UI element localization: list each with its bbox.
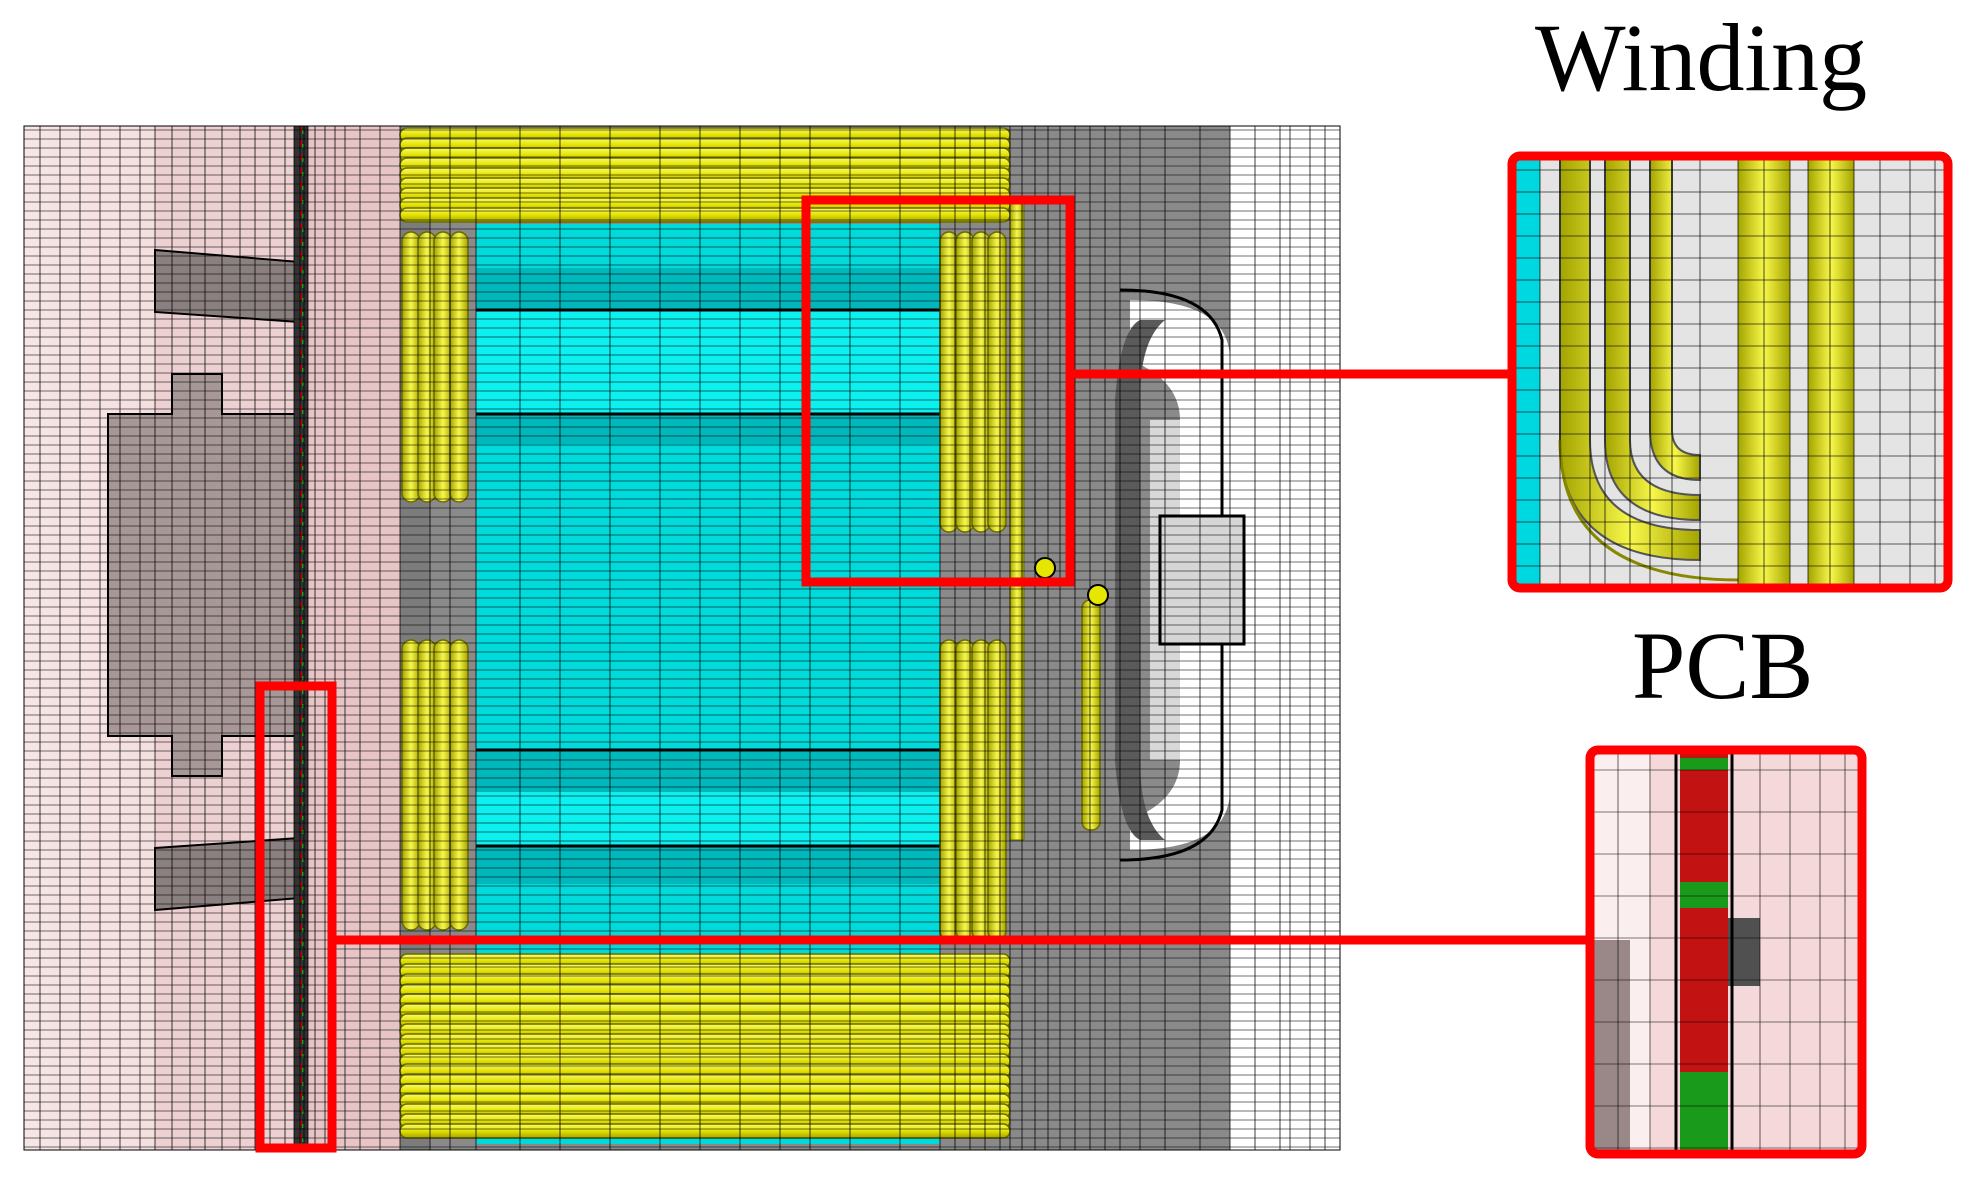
winding-zoom <box>1512 156 1948 588</box>
pcb-zoom-frame <box>1585 745 1867 1159</box>
pcb-highlight-box <box>255 681 337 1153</box>
winding-zoom-vertical-2 <box>1808 156 1854 588</box>
winding-label: Winding <box>1535 4 1868 111</box>
winding-zoom-mesh <box>1512 156 1948 588</box>
winding-zoom-frame <box>1507 151 1953 593</box>
main-frame <box>23 125 1341 1151</box>
pcb-zoom <box>1590 750 1862 1154</box>
winding-turn <box>399 1123 1011 1139</box>
pcb-zoom-green-1 <box>1680 758 1728 770</box>
terminal-1 <box>1034 557 1056 579</box>
pcb-label: PCB <box>1632 612 1814 719</box>
pcb-right-band <box>308 126 400 1150</box>
winding-zoom-ferrite <box>1512 156 1540 588</box>
pcb-zoom-core <box>1590 940 1630 1154</box>
pcb-zoom-mesh <box>1590 750 1862 1154</box>
ferrite-band-3 <box>476 750 940 792</box>
ferrite-band-4 <box>476 846 940 884</box>
terminal-2 <box>1087 584 1109 606</box>
winding-zoom-bend <box>1558 439 1762 582</box>
winding-highlight-box <box>801 195 1075 587</box>
core-slant-bottom <box>154 836 301 912</box>
ferrite-light-1 <box>476 310 940 414</box>
ferrite-band-1 <box>476 268 940 310</box>
pcb-zoom-green-3 <box>1680 1072 1728 1154</box>
core-slant-top <box>154 248 301 324</box>
pcb-zoom-green-2 <box>1680 882 1728 908</box>
core-stepped <box>107 373 301 777</box>
ferrite-band-2 <box>476 414 940 444</box>
winding-column <box>449 231 469 503</box>
ferrite-light-2 <box>476 792 940 846</box>
right-air <box>1230 126 1340 1150</box>
main-cross-section <box>24 126 1340 1150</box>
